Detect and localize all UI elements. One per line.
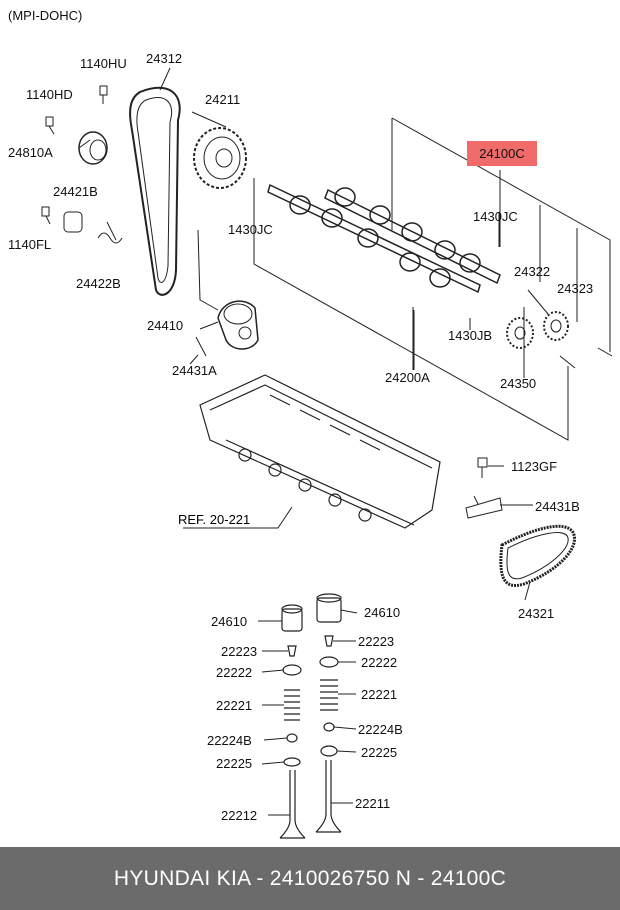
callout-22222-right[interactable]: 22222 (361, 655, 398, 670)
callout-1140hu[interactable]: 1140HU (80, 56, 127, 71)
callout-24421b[interactable]: 24421B (53, 184, 98, 199)
callout-24810a[interactable]: 24810A (8, 145, 53, 160)
callout-24610-right[interactable]: 24610 (364, 605, 401, 620)
callout-24211[interactable]: 24211 (205, 92, 241, 107)
callout-24431b[interactable]: 24431B (535, 499, 580, 514)
tensioner-parts-icon (41, 206, 123, 244)
callout-1430jc-left[interactable]: 1430JC (228, 222, 273, 237)
callout-24321[interactable]: 24321 (518, 606, 555, 621)
bolt-1140hd-icon (45, 116, 55, 135)
callout-22224b-left[interactable]: 22224B (207, 733, 252, 748)
chain-sprocket-24322-icon (543, 311, 569, 341)
bolt-1123gf-icon (477, 457, 488, 478)
callout-24323[interactable]: 24323 (557, 281, 594, 296)
belt-tensioner-icon (195, 300, 259, 357)
valve-train-left-icon (279, 604, 306, 839)
callout-22212[interactable]: 22212 (221, 808, 258, 823)
callout-1430jc-right[interactable]: 1430JC (473, 209, 518, 224)
callout-22223-right[interactable]: 22223 (358, 634, 395, 649)
cam-sprocket-icon (193, 127, 247, 189)
callout-22221-right[interactable]: 22221 (361, 687, 398, 702)
chain-guide-icon (465, 495, 503, 519)
part-number-footer: HYUNDAI KIA - 2410026750 N - 24100C (0, 847, 620, 910)
callout-22211[interactable]: 22211 (355, 796, 391, 811)
cylinder-head-icon (199, 374, 441, 529)
timing-chain-icon (499, 524, 577, 587)
callout-24322[interactable]: 24322 (514, 264, 551, 279)
callout-1140hd[interactable]: 1140HD (26, 87, 73, 102)
callout-24350[interactable]: 24350 (500, 376, 537, 391)
callout-24100c-highlighted[interactable]: 24100C (467, 141, 537, 166)
callout-22225-left[interactable]: 22225 (216, 756, 253, 771)
callout-24410[interactable]: 24410 (147, 318, 184, 333)
timing-belt-icon (129, 86, 181, 296)
callout-24431a[interactable]: 24431A (172, 363, 217, 378)
reference-link[interactable]: REF. 20-221 (178, 512, 251, 527)
callout-1430jb[interactable]: 1430JB (448, 328, 493, 343)
callout-22223-left[interactable]: 22223 (221, 644, 258, 659)
exploded-parts-diagram (41, 67, 613, 839)
idler-pulley-icon (78, 131, 108, 165)
callout-22222-left[interactable]: 22222 (216, 665, 253, 680)
callout-22225-right[interactable]: 22225 (361, 745, 398, 760)
callout-22221-left[interactable]: 22221 (216, 698, 253, 713)
variant-label: (MPI-DOHC) (8, 8, 83, 23)
callout-1123gf[interactable]: 1123GF (511, 459, 558, 474)
callout-24312[interactable]: 24312 (146, 51, 183, 66)
valve-train-right-icon (315, 593, 342, 833)
camshafts-icon (267, 183, 501, 294)
bolt-icon (559, 347, 613, 369)
leader-lines (159, 67, 549, 816)
chain-sprocket-24350-icon (506, 317, 534, 349)
callout-24422b[interactable]: 24422B (76, 276, 121, 291)
callout-24610-left[interactable]: 24610 (211, 614, 248, 629)
callout-1140fl[interactable]: 1140FL (8, 237, 52, 252)
callout-22224b-right[interactable]: 22224B (358, 722, 403, 737)
bolt-1140hu-icon (99, 85, 108, 104)
callout-24200a[interactable]: 24200A (385, 370, 430, 385)
